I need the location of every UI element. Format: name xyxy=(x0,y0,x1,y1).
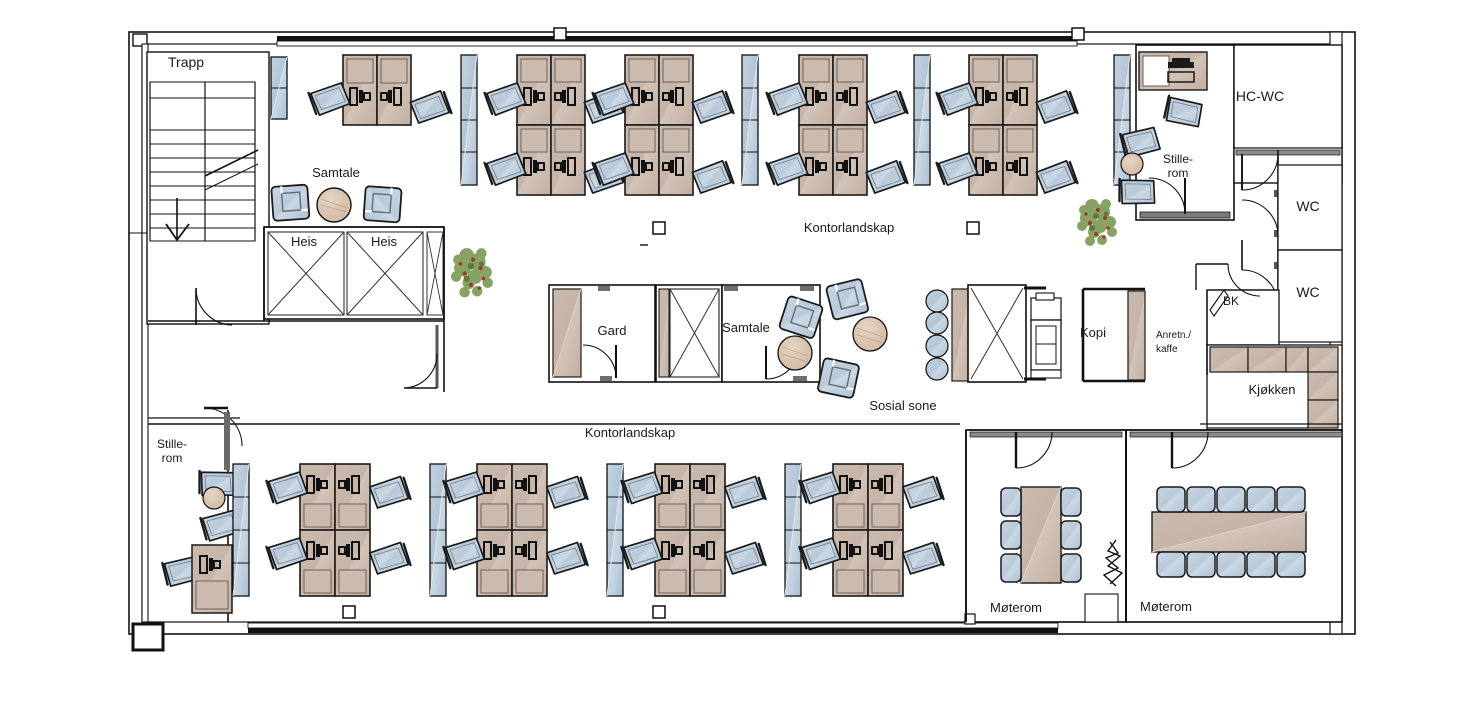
desk-cluster xyxy=(441,463,590,597)
label-wc-1: WC xyxy=(1296,198,1319,214)
stool xyxy=(925,311,949,335)
zone-central-core xyxy=(548,277,888,400)
label-anretning-1: Anretn./ xyxy=(1156,330,1191,341)
column-marker xyxy=(652,605,666,619)
label-heis-2: Heis xyxy=(371,234,398,249)
zone-kopi xyxy=(925,284,1146,383)
column-marker xyxy=(966,221,980,235)
label-kontorlandskap-bot: Kontorlandskap xyxy=(585,425,675,440)
label-stillerom-bot-2: rom xyxy=(162,451,183,465)
round-table xyxy=(316,187,352,223)
stool xyxy=(925,334,949,358)
storage-unit xyxy=(429,463,447,597)
storage-unit xyxy=(784,463,802,597)
desk-cluster xyxy=(264,463,413,597)
zone-open-office-top xyxy=(270,54,1131,196)
room-kjokken xyxy=(1206,344,1343,431)
column-marker xyxy=(553,27,567,41)
label-heis-1: Heis xyxy=(291,234,318,249)
storage-unit xyxy=(232,463,250,597)
desk-cluster xyxy=(934,54,1080,196)
label-bk: BK xyxy=(1223,294,1239,308)
lounge-chair xyxy=(270,183,311,223)
label-wc-2: WC xyxy=(1296,284,1319,300)
desk-cluster xyxy=(619,463,768,597)
desk-cluster xyxy=(797,463,946,597)
desk-cluster xyxy=(764,54,910,196)
storage-unit xyxy=(606,463,624,597)
label-samtale-mid: Samtale xyxy=(722,320,770,335)
zone-samtale-top xyxy=(270,183,403,224)
label-kopi: Kopi xyxy=(1080,325,1106,340)
label-kjokken: Kjøkken xyxy=(1249,382,1296,397)
column-marker xyxy=(1071,27,1085,41)
label-moterom-2: Møterom xyxy=(1140,599,1192,614)
room-moterom-1 xyxy=(964,429,1127,625)
label-kontorlandskap-top: Kontorlandskap xyxy=(804,220,894,235)
desk-cluster xyxy=(306,54,454,126)
label-stillerom-top-2: rom xyxy=(1168,166,1189,180)
room-stillerom-top xyxy=(1115,44,1235,221)
room-stillerom-bottom xyxy=(160,466,243,614)
stool xyxy=(925,289,949,313)
label-sosial-sone: Sosial sone xyxy=(869,398,936,413)
room-moterom-2 xyxy=(1125,429,1343,623)
round-table xyxy=(852,316,888,352)
lounge-chair xyxy=(362,184,403,224)
label-samtale-top: Samtale xyxy=(312,165,360,180)
meeting-chairs xyxy=(1000,487,1082,583)
label-gard: Gard xyxy=(598,323,627,338)
desk-cluster xyxy=(590,54,736,196)
room-elevators xyxy=(148,226,445,392)
label-stillerom-top-1: Stille- xyxy=(1163,152,1193,166)
zone-open-office-bottom xyxy=(232,463,946,597)
room-sanitary-block xyxy=(1195,44,1343,346)
label-trapp: Trapp xyxy=(168,54,204,70)
lounge-chair xyxy=(816,356,861,400)
column-marker xyxy=(342,605,356,619)
label-hc-wc: HC-WC xyxy=(1236,88,1284,104)
structural-columns xyxy=(342,27,1085,619)
room-trapp xyxy=(129,51,270,326)
storage-unit xyxy=(741,54,759,186)
stool xyxy=(925,357,949,381)
column-marker xyxy=(652,221,666,235)
label-anretning-2: kaffe xyxy=(1156,344,1178,355)
lounge-chair xyxy=(824,277,871,322)
storage-unit xyxy=(913,54,931,186)
storage-unit xyxy=(460,54,478,186)
label-stillerom-bot-1: Stille- xyxy=(157,437,187,451)
label-moterom-1: Møterom xyxy=(990,600,1042,615)
meeting-chairs xyxy=(1156,486,1306,578)
storage-unit xyxy=(270,56,288,120)
desk-cluster xyxy=(482,54,628,196)
round-table xyxy=(202,486,226,510)
